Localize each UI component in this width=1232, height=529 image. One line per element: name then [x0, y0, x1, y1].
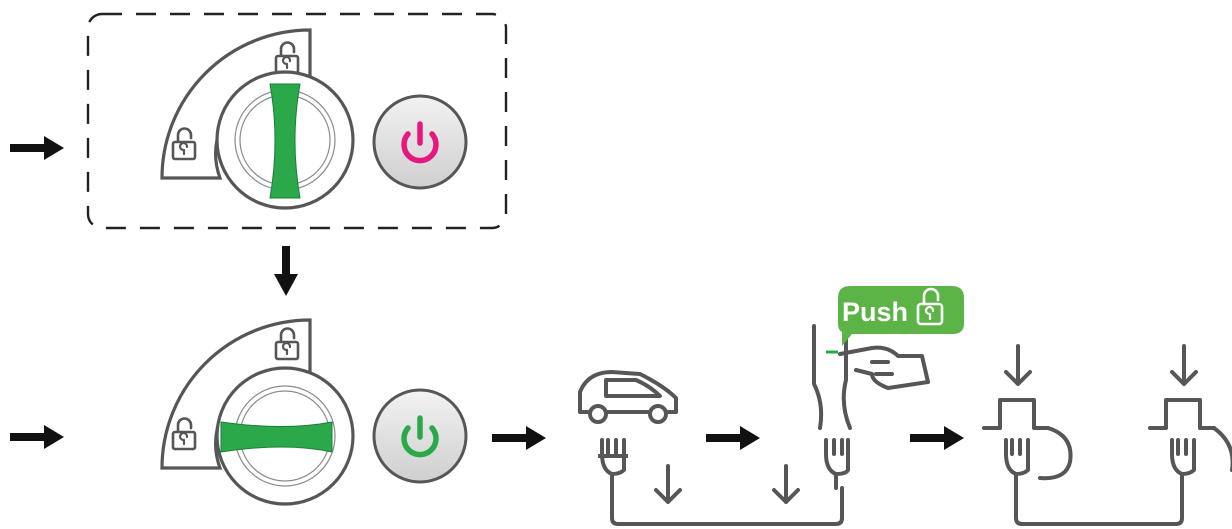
socket-unplug	[982, 398, 1073, 492]
arrow-right	[492, 426, 546, 450]
hand-icon	[838, 345, 930, 390]
socket-unplug	[1148, 398, 1232, 492]
unlock-icon	[916, 287, 944, 326]
cable	[610, 486, 844, 526]
cable	[1014, 488, 1184, 526]
power-button-magenta	[372, 94, 468, 190]
push-label: Push	[842, 297, 908, 327]
power-icon	[401, 121, 439, 164]
key-switch-unlocked	[160, 318, 355, 506]
down-arrow-icon	[1170, 344, 1198, 386]
key-switch-locked	[160, 28, 355, 210]
power-icon	[401, 415, 439, 458]
power-button-green	[372, 388, 468, 484]
plug-icon	[598, 438, 628, 492]
car-icon	[578, 370, 678, 424]
key-slot-vertical	[269, 83, 301, 199]
charging-station	[812, 324, 852, 490]
arrow-right	[910, 426, 964, 450]
push-callout: Push	[838, 286, 964, 346]
arrow-down-middle	[274, 246, 298, 296]
arrow-right	[706, 426, 760, 450]
down-arrow-icon	[1004, 344, 1032, 386]
arrow-right-bottom	[10, 425, 64, 449]
key-slot-horizontal	[220, 421, 333, 453]
down-arrow-icon	[654, 464, 682, 504]
step-boundary-dashed	[86, 12, 508, 230]
arrow-right-top	[10, 136, 64, 160]
down-arrow-icon	[772, 464, 800, 504]
